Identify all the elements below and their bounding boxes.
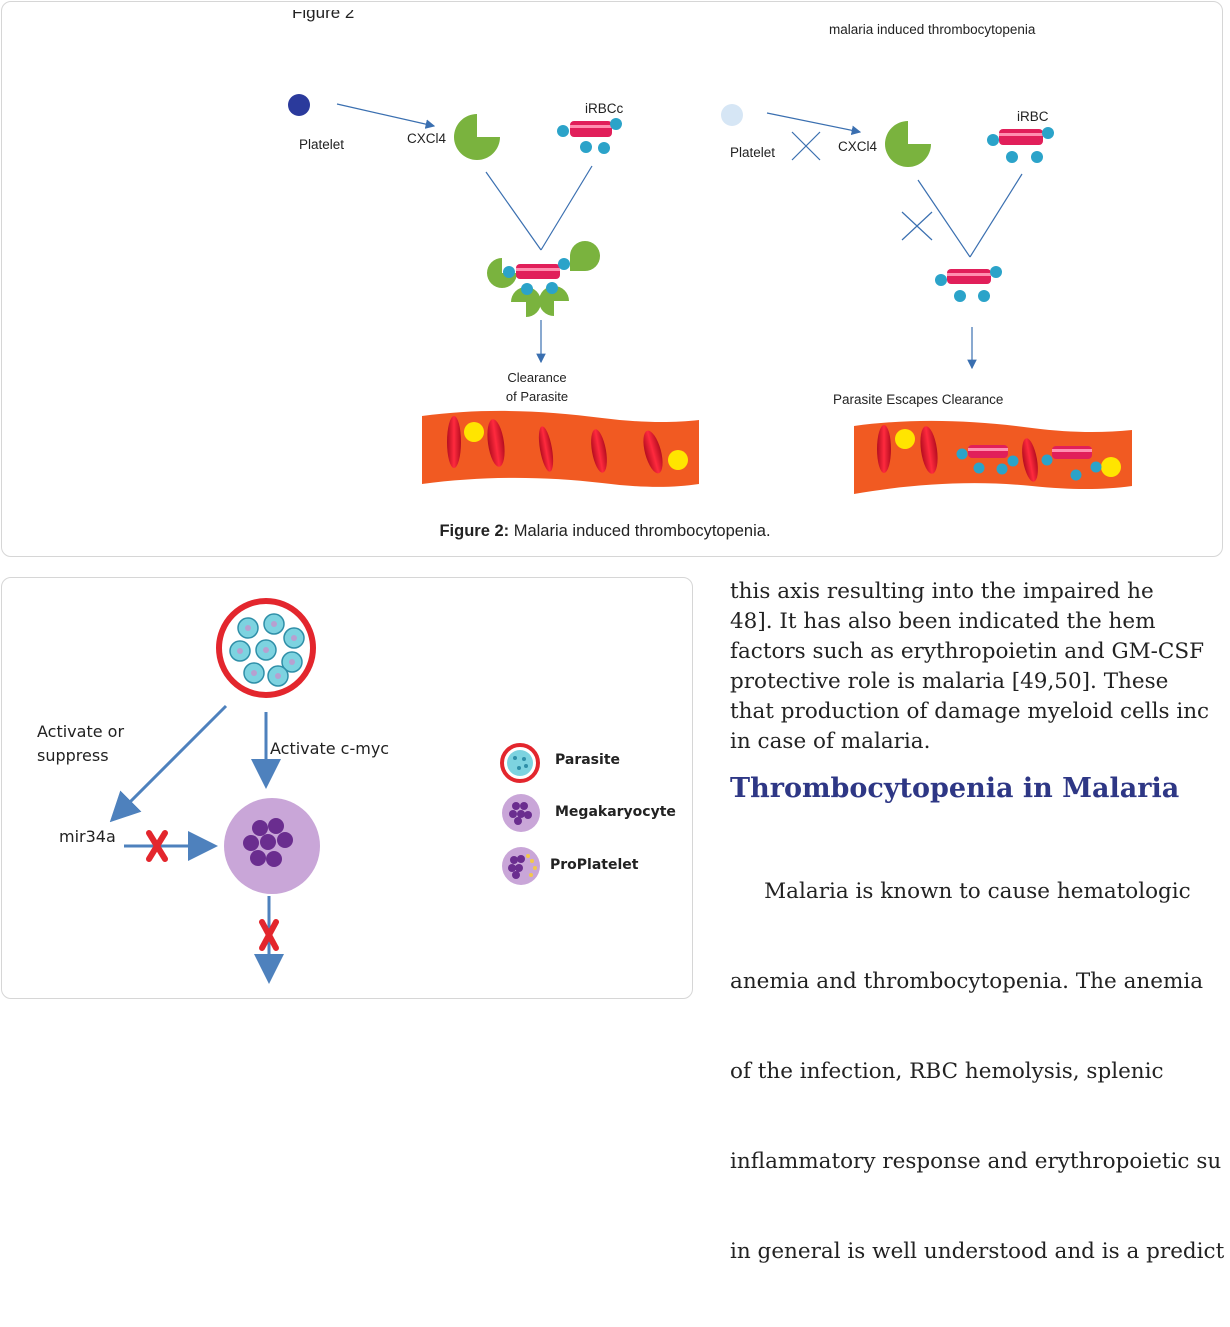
irbc-icon-right (987, 127, 1054, 163)
text-line: that production of damage myeloid cells … (730, 699, 1210, 724)
text-line: in general is well understood and is a p… (730, 1239, 1225, 1264)
legend-megakaryocyte-label: Megakaryocyte (555, 804, 676, 820)
legend-proplatelet-icon (502, 847, 540, 885)
cxcl4-irbc-complex-icon (487, 241, 600, 317)
escape-label: Parasite Escapes Clearance (833, 392, 1004, 407)
free-irbc-icon (935, 266, 1002, 302)
inhibition-x-icon (259, 919, 279, 951)
platelet-to-cxcl4-arrow (336, 103, 436, 129)
platelet-faded-icon (721, 104, 743, 126)
figure-2-cut-title: Figure 2 (292, 3, 355, 22)
platelet-icon (288, 94, 310, 116)
legend-parasite-icon (500, 743, 540, 783)
text-line: factors such as erythropoietin and GM-CS… (730, 639, 1205, 664)
cxcl4-label: CXCl4 (407, 131, 447, 146)
inhibition-x-icon (146, 830, 168, 862)
activate-or-label: Activate or suppress (37, 722, 125, 765)
megakaryocyte-icon (224, 798, 320, 894)
legend-parasite-label: Parasite (555, 752, 621, 768)
blood-vessel-left (422, 410, 699, 487)
figure-2-top-title: malaria induced thrombocytopenia (829, 22, 1036, 37)
parasite-icon (216, 598, 316, 698)
paragraph-2: Malaria is known to cause hematologic an… (730, 817, 1230, 1327)
section-heading: Thrombocytopenia in Malaria (730, 773, 1180, 804)
text-line: this axis resulting into the impaired he (730, 579, 1154, 604)
platelet-label: Platelet (299, 137, 345, 152)
legend-proplatelet-label: ProPlatelet (550, 857, 639, 873)
legend-megakaryocyte-icon (502, 794, 540, 832)
irbc-icon (557, 118, 622, 154)
text-line: anemia and thrombocytopenia. The anemia (730, 969, 1204, 994)
figure-2-caption: Figure 2: Malaria induced thrombocytopen… (2, 522, 1208, 541)
blood-vessel-right (854, 420, 1132, 494)
platelet-label-right: Platelet (730, 145, 776, 160)
figure-2-panel: Figure 2 malaria induced thrombocytopeni… (1, 1, 1223, 557)
activate-cmyc-label: Activate c-myc (270, 739, 390, 758)
text-line: Malaria is known to cause hematologic (730, 879, 1191, 904)
text-line: protective role is malaria [49,50]. Thes… (730, 669, 1169, 694)
irbc-label-right: iRBC (1017, 109, 1049, 124)
figure-2-illustration (288, 94, 1132, 494)
clearance-label: Clearance of Parasite (505, 370, 569, 404)
text-line: in case of malaria. (730, 729, 931, 754)
article-body-text: this axis resulting into the impaired he… (730, 577, 1230, 1327)
figure-3-illustration (109, 598, 540, 984)
text-line: 48]. It has also been indicated the hem (730, 609, 1156, 634)
irbc-label: iRBCc (585, 101, 624, 116)
paragraph-1: this axis resulting into the impaired he… (730, 577, 1230, 757)
figure-3-panel: Activate or suppress Activate c-myc mir3… (1, 577, 693, 999)
mir34a-label: mir34a (59, 827, 116, 846)
cxcl4-label-right: CXCl4 (838, 139, 878, 154)
activate-suppress-arrow (109, 704, 228, 823)
caption-prefix: Figure 2: (439, 522, 510, 540)
caption-text: Malaria induced thrombocytopenia. (509, 522, 771, 540)
text-line: inflammatory response and erythropoietic… (730, 1149, 1222, 1174)
text-line: of the infection, RBC hemolysis, splenic (730, 1059, 1164, 1084)
